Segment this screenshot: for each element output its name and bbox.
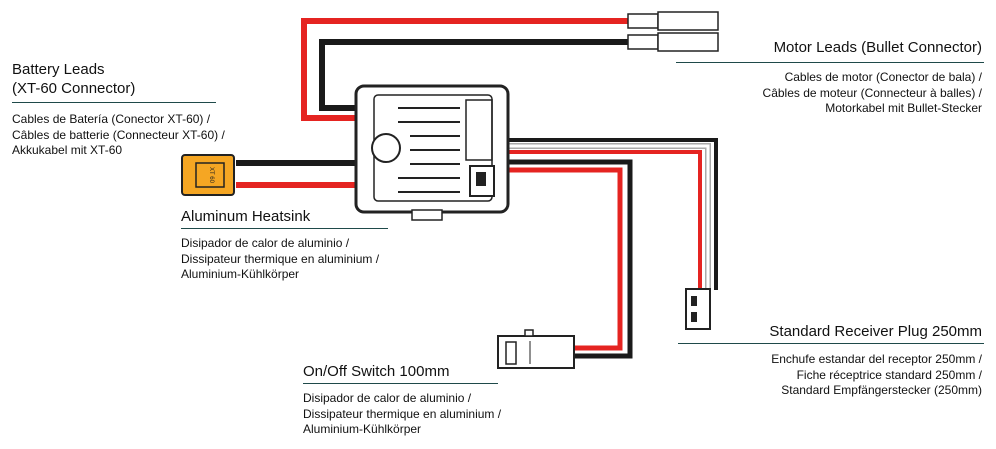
battery-leads-title-line1: Battery Leads xyxy=(12,61,105,78)
xt60-connector-text: XT 60 xyxy=(208,167,214,184)
esc-body xyxy=(354,84,510,221)
on-off-switch-sub-fr: Dissipateur thermique en aluminium / xyxy=(303,406,502,421)
receiver-plug xyxy=(685,288,711,330)
receiver-plug-sub-es: Enchufe estandar del receptor 250mm / xyxy=(771,352,982,366)
motor-leads-subtext: Cables de motor (Conector de bala) / Câb… xyxy=(763,70,982,117)
battery-leads-sub-fr: Câbles de batterie (Connecteur XT-60) / xyxy=(12,127,225,142)
motor-leads-sub-fr: Câbles de moteur (Connecteur à balles) / xyxy=(762,85,982,100)
switch-lead-wires xyxy=(508,159,633,359)
heatsink-subtext: Disipador de calor de aluminio / Dissipa… xyxy=(181,236,379,283)
battery-leads-sub-es: Cables de Batería (Conector XT-60) / xyxy=(12,112,211,126)
xt60-connector: XT 60 xyxy=(181,154,235,196)
battery-leads-title: Battery Leads (XT-60 Connector) xyxy=(12,60,135,98)
battery-leads-wires xyxy=(236,160,360,188)
on-off-switch-title: On/Off Switch 100mm xyxy=(303,363,450,380)
bullet-connectors xyxy=(627,11,719,52)
fan-hub xyxy=(371,133,401,163)
heatsink-sub-es: Disipador de calor de aluminio / xyxy=(181,236,350,250)
on-off-switch-sub-de: Aluminium-Kühlkörper xyxy=(303,422,422,436)
bullet-sleeve-black xyxy=(657,32,719,52)
heatsink-sub-de: Aluminium-Kühlkörper xyxy=(181,267,300,281)
on-off-switch xyxy=(497,329,575,369)
battery-leads-subtext: Cables de Batería (Conector XT-60) / Câb… xyxy=(12,112,225,159)
receiver-lead-wires xyxy=(508,138,718,290)
receiver-plug-subtext: Enchufe estandar del receptor 250mm / Fi… xyxy=(771,352,982,399)
motor-leads-rule xyxy=(676,62,984,63)
bullet-sleeve-red xyxy=(657,11,719,31)
receiver-plug-sub-fr: Fiche réceptrice standard 250mm / xyxy=(796,367,982,382)
on-off-switch-sub-es: Disipador de calor de aluminio / xyxy=(303,391,472,405)
heatsink-title: Aluminum Heatsink xyxy=(181,208,311,225)
battery-leads-rule xyxy=(12,102,216,103)
battery-leads-sub-de: Akkukabel mit XT-60 xyxy=(12,143,123,157)
motor-black-wire xyxy=(319,39,640,111)
heatsink-fins xyxy=(398,107,460,193)
motor-red-wire xyxy=(301,18,640,121)
bullet-connector-red xyxy=(627,13,659,29)
on-off-switch-rule xyxy=(303,383,498,384)
heatsink-rule xyxy=(181,228,388,229)
receiver-plug-sub-de: Standard Empfängerstecker (250mm) xyxy=(781,383,982,397)
battery-leads-title-line2: (XT-60 Connector) xyxy=(12,80,136,97)
motor-leads-sub-es: Cables de motor (Conector de bala) / xyxy=(784,70,982,84)
on-off-switch-subtext: Disipador de calor de aluminio / Dissipa… xyxy=(303,391,501,438)
bullet-connector-black xyxy=(627,34,659,50)
motor-leads-sub-de: Motorkabel mit Bullet-Stecker xyxy=(825,101,982,115)
receiver-plug-title: Standard Receiver Plug 250mm xyxy=(769,323,982,340)
heatsink-sub-fr: Dissipateur thermique en aluminium / xyxy=(181,251,380,266)
motor-leads-wires xyxy=(301,18,640,121)
motor-leads-title: Motor Leads (Bullet Connector) xyxy=(773,39,982,56)
receiver-plug-rule xyxy=(678,343,984,344)
